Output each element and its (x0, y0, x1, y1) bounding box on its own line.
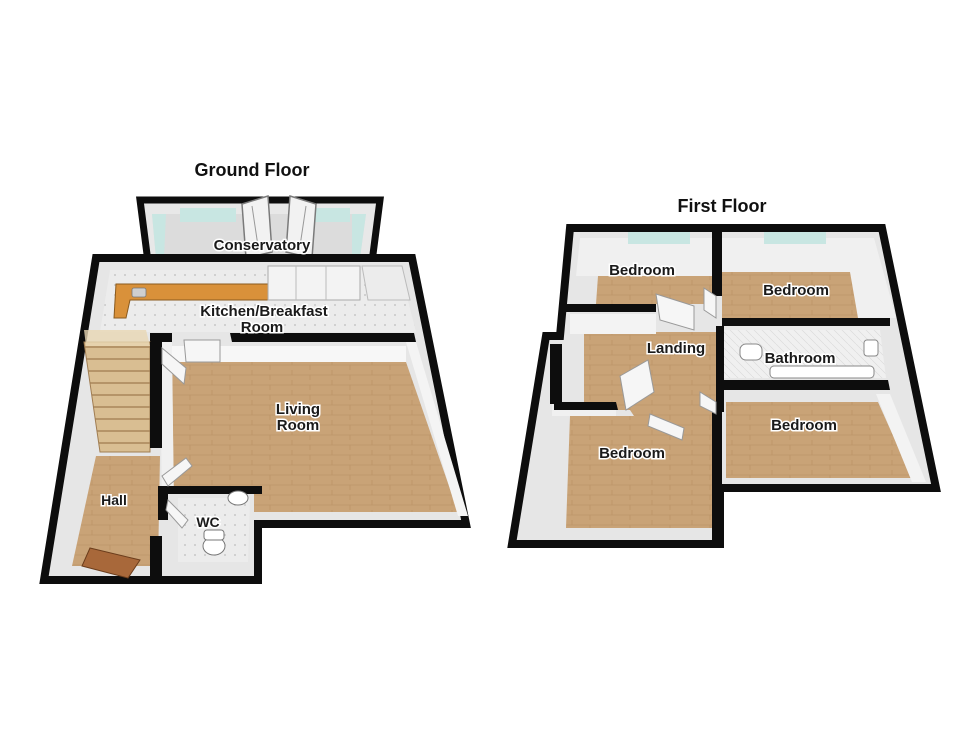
ground-floor-title: Ground Floor (195, 160, 310, 180)
hall-label: Hall (101, 492, 127, 508)
first-floor-title: First Floor (678, 196, 767, 216)
staircase (83, 330, 151, 453)
living-room-label-line1: Living (276, 401, 320, 418)
living-room-label-line2: Room (277, 417, 320, 434)
bathroom-label: Bathroom (765, 350, 836, 367)
conservatory-label: Conservatory (214, 237, 311, 254)
bedroom-top-left-label: Bedroom (609, 262, 675, 279)
bedroom-bottom-right-label: Bedroom (771, 417, 837, 434)
hall-room (72, 456, 160, 579)
ground-floor-plan (39, 195, 471, 584)
bedroom-bottom-left-label: Bedroom (599, 445, 665, 462)
bedroom-top-left (576, 232, 712, 304)
bedroom-top-right (722, 232, 896, 318)
bedroom-bottom-right (726, 394, 926, 482)
landing-label: Landing (647, 340, 705, 357)
bathroom (724, 330, 886, 379)
living-room (160, 342, 468, 516)
conservatory-room (136, 195, 384, 266)
wc-room (168, 490, 254, 566)
wc-label: WC (196, 514, 219, 530)
bedroom-top-right-label: Bedroom (763, 282, 829, 299)
first-floor-plan (507, 224, 941, 548)
kitchen-room (100, 265, 416, 332)
kitchen-label-line2: Room (241, 319, 284, 336)
kitchen-label-line1: Kitchen/Breakfast (200, 303, 328, 320)
